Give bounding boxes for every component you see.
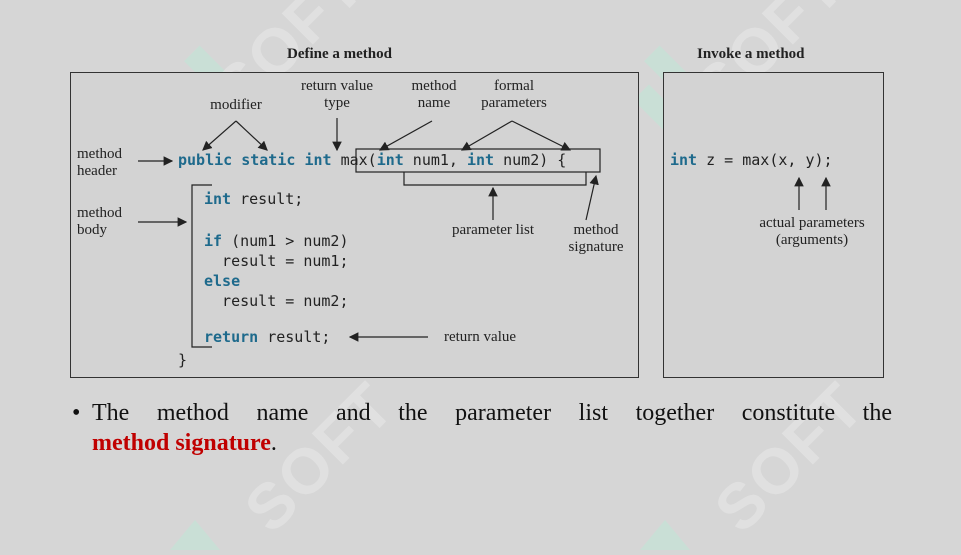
formal-params-arrow-right [511,120,572,151]
method-signature-emphasis: method signature [92,430,271,456]
modifier-arrow-right [235,120,268,151]
method-signature-label: method signature [556,222,636,256]
param-num1-code: num1, [403,151,467,169]
keyword-int: int [376,151,404,169]
method-header-code: public static int max(int num1, int num2… [178,151,566,169]
keyword-return: return [204,328,259,346]
diagram-arrows [138,118,831,348]
return-type-line-2: type [324,95,350,111]
formal-params-line-1: formal [494,78,534,94]
method-name-arrow [378,120,433,151]
invoke-method-heading: Invoke a method [697,46,805,62]
invoke-method-panel [663,72,884,378]
return-type-line-1: return value [300,78,374,94]
formal-params-arrow-left [460,120,513,151]
method-header-line-1: method [77,146,122,162]
bullet-dot: • [72,400,81,426]
bullet-period: . [270,430,277,456]
actual-params-line-1: actual parameters [759,215,865,231]
modifier-label: modifier [198,97,274,114]
result-declaration-code: int result; [204,190,303,208]
assign-num1-code: result = num1; [204,252,349,270]
method-header-label: method header [77,146,122,180]
invoke-code: int z = max(x, y); [670,151,833,169]
if-condition-text: (num1 > num2) [222,232,349,250]
parameter-list-label: parameter list [438,222,548,239]
method-name-code: max( [340,151,377,169]
else-code: else [204,272,240,290]
actual-parameters-label: actual parameters (arguments) [740,215,884,249]
method-signature-line-2: signature [568,239,624,255]
return-value-type-label: return value type [286,78,388,112]
bullet-text-line-2: method signature. [92,428,892,458]
method-signature-line-1: method [573,222,619,238]
method-name-label: method name [398,78,470,112]
bullet-point: • The method name and the parameter list… [72,398,892,458]
actual-params-line-2: (arguments) [775,232,849,248]
method-body-line-1: method [77,205,122,221]
method-name-line-1: method [411,78,457,94]
formal-params-line-2: parameters [481,95,547,111]
modifier-arrow-left [202,120,237,151]
return-value-label: return value [432,329,528,346]
method-signature-arrow [585,174,599,221]
keyword-else: else [204,272,241,290]
return-rest-text: result; [258,328,331,346]
keyword-int: int [204,190,232,208]
method-header-line-2: header [77,163,117,179]
invoke-rest-text: z = max(x, y); [697,151,833,169]
parameter-list-text: parameter list [451,222,535,238]
keyword-int: int [304,151,332,169]
define-method-heading: Define a method [287,46,392,62]
method-body-line-2: body [77,222,107,238]
brace-open-code: { [548,151,567,169]
modifier-label-text: modifier [210,97,262,113]
keyword-public: public [178,151,233,169]
brace-close-code: } [178,351,188,369]
method-body-label: method body [77,205,122,239]
keyword-static: static [241,151,296,169]
param-num2-code: num2) [494,151,549,169]
method-body-bracket [191,184,212,348]
result-decl-text: result; [231,190,304,208]
parameter-list-bracket [403,172,587,186]
keyword-if: if [204,232,223,250]
method-name-line-2: name [417,95,451,111]
keyword-int: int [670,151,698,169]
formal-parameters-label: formal parameters [468,78,560,112]
return-statement-code: return result; [204,328,330,346]
return-value-text: return value [443,329,517,345]
bullet-text-line-1: The method name and the parameter list t… [92,400,892,426]
assign-num2-code: result = num2; [204,292,349,310]
method-signature-box [355,148,601,173]
define-method-panel [70,72,639,378]
if-statement-code: if (num1 > num2) [204,232,349,250]
keyword-int: int [467,151,495,169]
